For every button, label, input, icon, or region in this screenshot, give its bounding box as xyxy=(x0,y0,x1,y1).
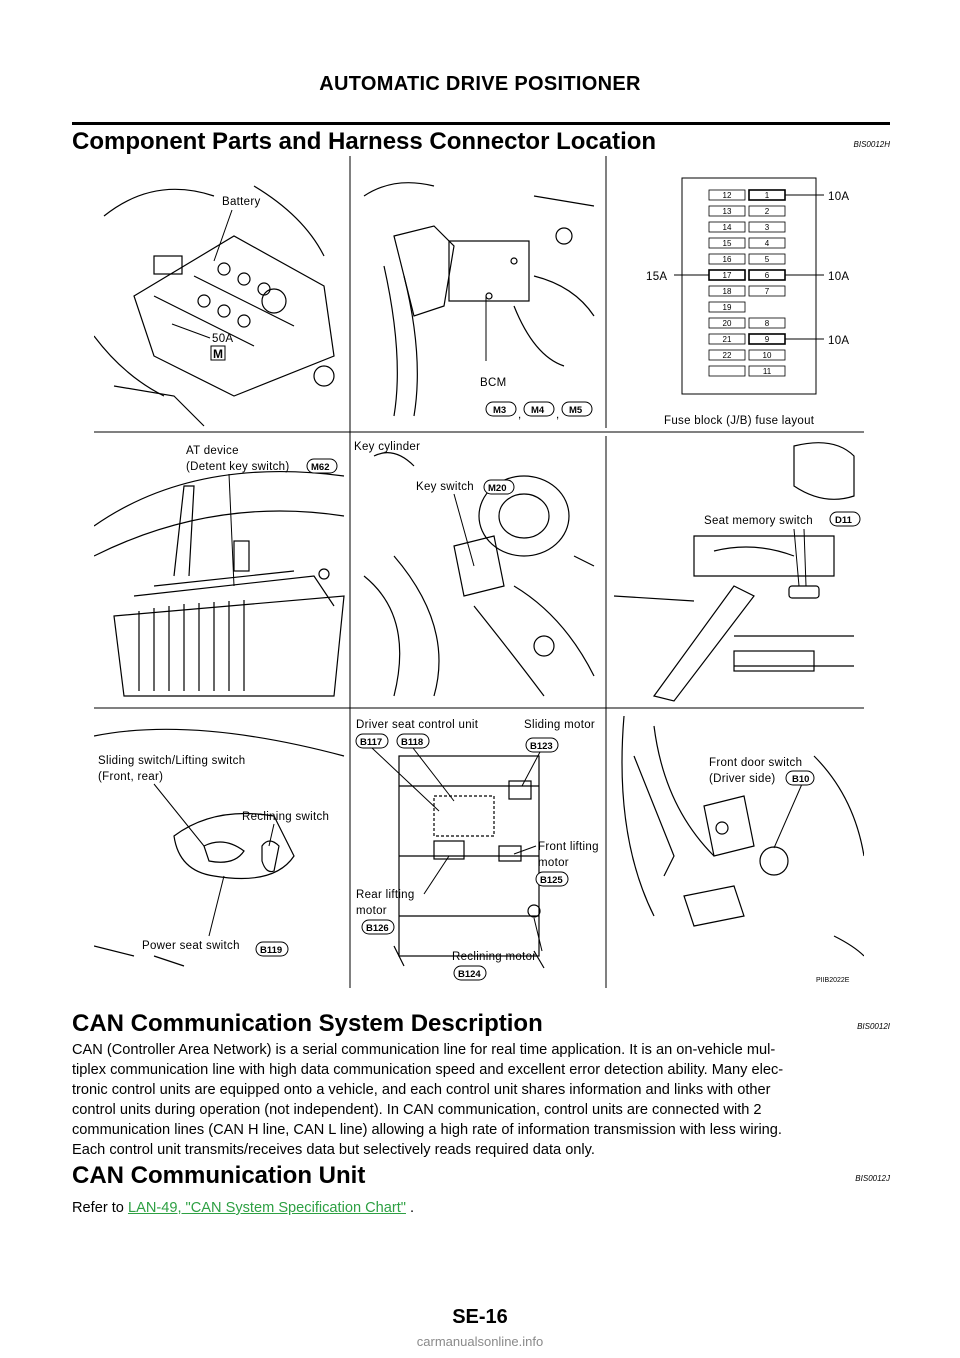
amp-10a-top: 10A xyxy=(828,191,849,203)
connector-b10: B10 xyxy=(792,774,809,785)
page-number: SE-16 xyxy=(452,1306,508,1328)
paragraph-line: control units during operation (not inde… xyxy=(72,1102,762,1118)
sliding-motor-label: Sliding motor xyxy=(524,719,595,731)
connector-b125: B125 xyxy=(540,875,563,886)
svg-text:9: 9 xyxy=(765,335,770,344)
bcm-panel xyxy=(363,182,595,417)
battery-label: Battery xyxy=(222,196,261,208)
svg-text:2: 2 xyxy=(765,207,770,216)
at-device-label-1: AT device xyxy=(186,445,239,457)
paragraph-line: tronic control units are equipped onto a… xyxy=(72,1082,771,1098)
rear-lifting-label-1: Rear lifting xyxy=(356,889,415,901)
reclining-switch-label: Reclining switch xyxy=(242,811,329,823)
svg-text:19: 19 xyxy=(723,303,732,312)
amp-10a-bottom: 10A xyxy=(828,335,849,347)
rear-lifting-label-2: motor xyxy=(356,905,387,917)
svg-text:6: 6 xyxy=(765,271,770,280)
watermark: carmanualsonline.info xyxy=(416,1334,544,1349)
amp-15a: 15A xyxy=(646,271,667,283)
fuse-grid xyxy=(708,189,786,377)
svg-text:14: 14 xyxy=(723,223,732,232)
front-lifting-label-1: Front lifting xyxy=(538,841,599,853)
connector-b117: B117 xyxy=(360,737,382,748)
amp-10a-mid: 10A xyxy=(828,271,849,283)
svg-text:7: 7 xyxy=(765,287,770,296)
paragraph-line: CAN (Controller Area Network) is a seria… xyxy=(72,1042,776,1058)
title-rule xyxy=(72,122,890,125)
seat-memory-panel xyxy=(613,442,855,702)
front-lifting-label-2: motor xyxy=(538,857,569,869)
paragraph-line: Each control unit transmits/receives dat… xyxy=(72,1142,595,1158)
connector-b118: B118 xyxy=(401,737,423,748)
svg-text:4: 4 xyxy=(765,239,770,248)
fuse-block xyxy=(681,177,817,395)
comma-1: , xyxy=(518,409,522,421)
svg-text:8: 8 xyxy=(765,319,770,328)
refer-prefix: Refer to xyxy=(72,1200,128,1216)
power-seat-switch-label: Power seat switch xyxy=(142,940,240,952)
svg-text:10: 10 xyxy=(763,351,772,360)
svg-text:18: 18 xyxy=(723,287,732,296)
front-door-panel xyxy=(621,715,864,957)
refer-suffix: . xyxy=(405,1200,415,1216)
section-title-components: Component Parts and Harness Connector Lo… xyxy=(72,128,657,155)
svg-text:17: 17 xyxy=(723,271,732,280)
fuse-50a-label: 50A xyxy=(212,333,233,345)
svg-text:12: 12 xyxy=(723,191,732,200)
reclining-motor-label: Reclining motor xyxy=(452,951,536,963)
driver-seat-cu-label: Driver seat control unit xyxy=(356,719,479,731)
svg-text:22: 22 xyxy=(723,351,732,360)
fuse-numbers: 12 1 13 2 14 3 15 4 16 5 17 6 18 7 19 20 8 21 9 2… xyxy=(723,191,772,376)
svg-text:20: 20 xyxy=(723,319,732,328)
connector-m4: M4 xyxy=(531,405,545,416)
svg-text:15: 15 xyxy=(723,239,732,248)
at-device-label-2: (Detent key switch) xyxy=(186,461,289,473)
driver-seat-panel xyxy=(393,755,545,969)
section-code-components: BIS0012H xyxy=(853,140,890,149)
comma-2: , xyxy=(556,409,560,421)
sliding-lifting-label-1: Sliding switch/Lifting switch xyxy=(98,755,245,767)
section-title-can-unit: CAN Communication Unit xyxy=(72,1162,366,1189)
key-switch-label: Key switch xyxy=(416,481,474,493)
svg-text:11: 11 xyxy=(763,367,772,376)
key-cylinder-label: Key cylinder xyxy=(354,441,420,453)
paragraph-line: communication lines (CAN H line, CAN L l… xyxy=(72,1122,782,1138)
paragraph-line: tiplex communication line with high data… xyxy=(72,1062,784,1078)
front-door-switch-label-2: (Driver side) xyxy=(709,773,776,785)
bcm-label: BCM xyxy=(480,377,506,389)
connector-b123: B123 xyxy=(530,741,553,752)
can-description-paragraph: CAN (Controller Area Network) is a seria… xyxy=(72,1040,890,1160)
at-device-panel xyxy=(94,470,345,697)
page-title: AUTOMATIC DRIVE POSITIONER xyxy=(319,73,641,95)
svg-text:21: 21 xyxy=(723,335,732,344)
seat-memory-switch-label: Seat memory switch xyxy=(704,515,813,527)
connector-b126: B126 xyxy=(366,923,389,934)
m-connector-mark: M xyxy=(213,347,223,361)
can-spec-chart-link[interactable]: LAN-49, "CAN System Specification Chart" xyxy=(127,1200,406,1216)
sliding-lifting-label-2: (Front, rear) xyxy=(98,771,163,783)
connector-m62: M62 xyxy=(311,462,329,473)
connector-m20: M20 xyxy=(488,483,506,494)
key-switch-panel xyxy=(363,452,595,697)
power-seat-switch-panel xyxy=(94,728,345,967)
section-title-can-description: CAN Communication System Description xyxy=(72,1010,543,1037)
svg-text:1: 1 xyxy=(765,191,770,200)
connector-m3: M3 xyxy=(493,405,506,416)
refer-line: Refer to LAN-49, "CAN System Specificati… xyxy=(72,1198,890,1218)
fuse-layout-caption: Fuse block (J/B) fuse layout xyxy=(664,415,815,427)
section-code-can-description: BIS0012I xyxy=(857,1022,890,1031)
connector-b119: B119 xyxy=(260,945,282,956)
svg-text:16: 16 xyxy=(723,255,732,264)
svg-text:5: 5 xyxy=(765,255,770,264)
svg-text:13: 13 xyxy=(723,207,732,216)
section-code-can-unit: BIS0012J xyxy=(855,1174,890,1183)
front-door-switch-label-1: Front door switch xyxy=(709,757,802,769)
battery-panel xyxy=(94,185,335,427)
figure-id: PIIB2022E xyxy=(816,977,850,984)
svg-text:3: 3 xyxy=(765,223,770,232)
connector-d11: D11 xyxy=(835,515,853,526)
connector-m5: M5 xyxy=(569,405,583,416)
connector-b124: B124 xyxy=(458,969,481,980)
